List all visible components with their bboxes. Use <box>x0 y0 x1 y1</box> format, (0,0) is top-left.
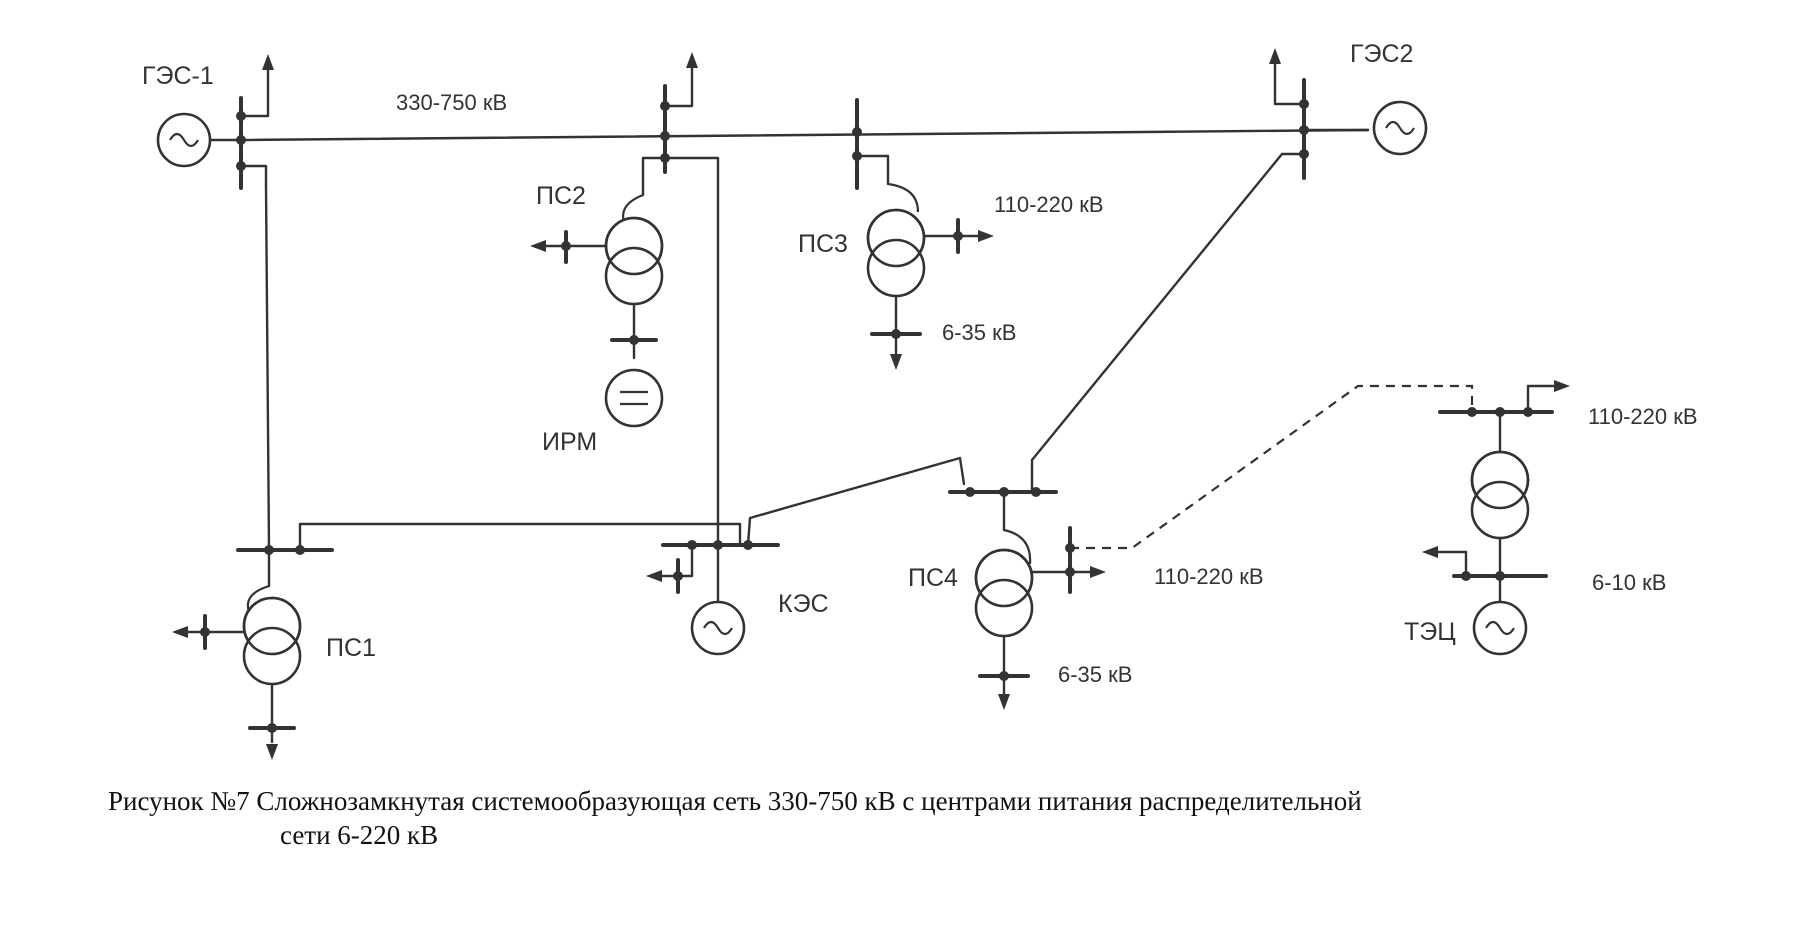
tec-hv-label: 110-220 кВ <box>1588 404 1698 429</box>
feeder-ges1-ps1 <box>264 184 271 552</box>
ges1-bus <box>236 54 274 190</box>
irm-compensator <box>604 368 664 428</box>
ps3-hv-label: 110-220 кВ <box>994 192 1104 217</box>
dashed-link-ps4-tec <box>1070 384 1474 550</box>
kes-generator <box>690 600 746 656</box>
tec-bus <box>1438 380 1570 454</box>
power-grid-diagram: ГЭС-1 330-750 кВ ПС2 ИРМ ПС3 110-220 кВ … <box>142 40 1698 760</box>
ps2-transformer <box>530 193 664 360</box>
ps4-label: ПС4 <box>908 564 958 592</box>
ges2-label: ГЭС2 <box>1350 40 1413 68</box>
ps4-lv-label: 6-35 кВ <box>1058 662 1132 687</box>
ges2-generator <box>1372 100 1428 156</box>
ps3-label: ПС3 <box>798 230 848 258</box>
ps1-label: ПС1 <box>326 634 376 662</box>
caption-line-2: сети 6-220 кВ <box>280 820 439 850</box>
trunk-line <box>239 128 1370 142</box>
ps4-bus <box>948 458 1058 532</box>
ps4-transformer <box>974 526 1106 710</box>
irm-label: ИРМ <box>542 428 597 456</box>
kes-bus <box>646 456 966 604</box>
ges1-label: ГЭС-1 <box>142 62 214 90</box>
kes-label: КЭС <box>778 590 829 618</box>
ps4-hv-label: 110-220 кВ <box>1154 564 1264 589</box>
tec-transformer <box>1422 450 1548 604</box>
ps3-transformer <box>866 182 994 370</box>
tec-lv-label: 6-10 кВ <box>1592 570 1666 595</box>
ps3-bus <box>852 98 890 190</box>
tec-label: ТЭЦ <box>1404 618 1456 646</box>
ps3-lv-label: 6-35 кВ <box>942 320 1016 345</box>
tec-generator <box>1472 600 1528 656</box>
ps2-bus <box>641 52 720 547</box>
ges1-generator <box>156 112 243 168</box>
caption-line-1: Рисунок №7 Сложнозамкнутая системообразу… <box>108 786 1362 816</box>
ps1-transformer <box>172 584 302 760</box>
ges2-bus <box>1030 48 1370 462</box>
ps2-label: ПС2 <box>536 182 586 210</box>
trunk-voltage-label: 330-750 кВ <box>396 90 507 115</box>
ps1-bus <box>236 522 742 588</box>
figure-caption: Рисунок №7 Сложнозамкнутая системообразу… <box>108 784 1748 852</box>
